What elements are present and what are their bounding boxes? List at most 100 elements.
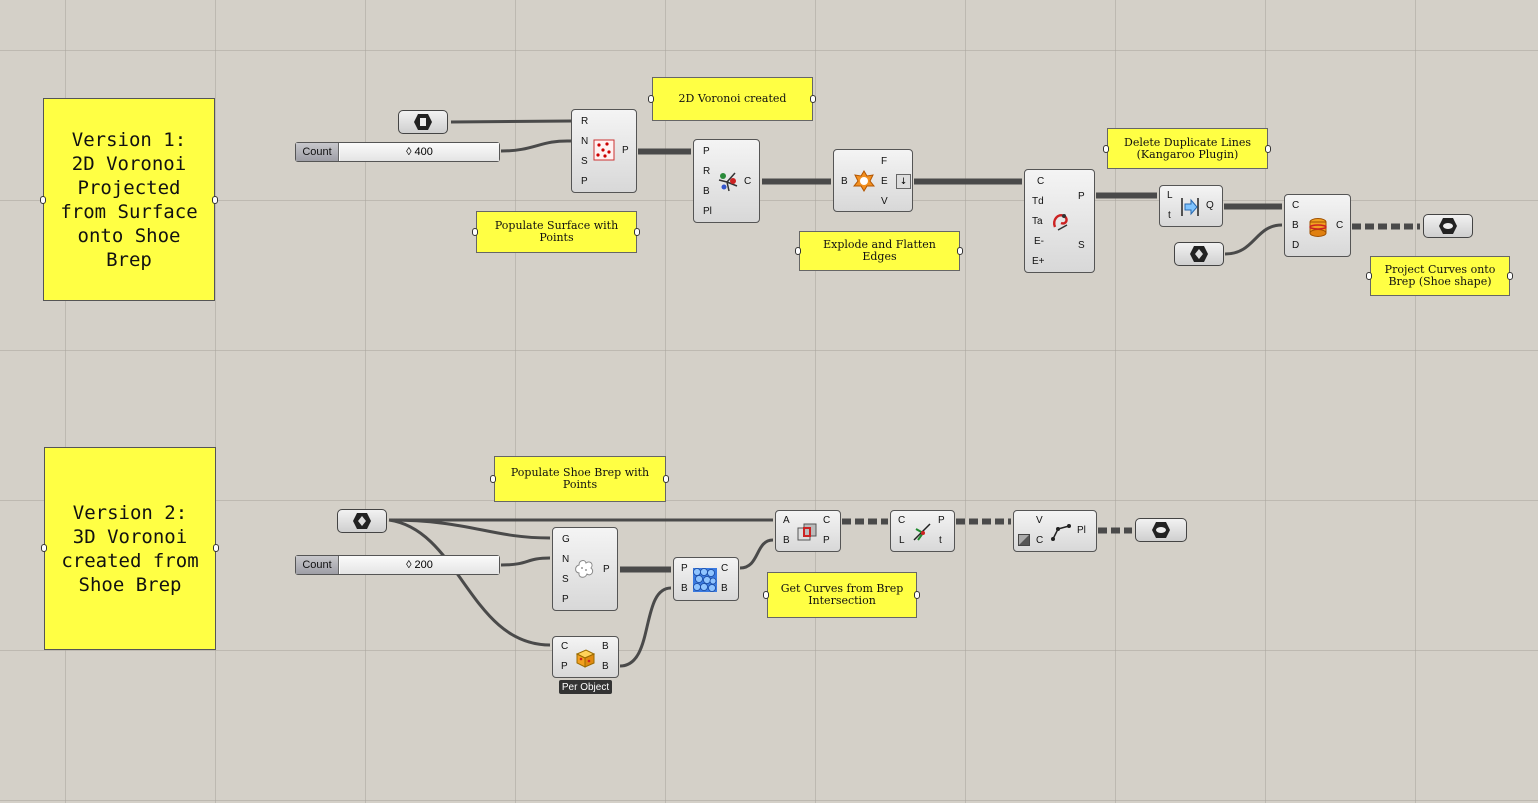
output-port[interactable]: Q [1206,200,1214,211]
input-port[interactable]: V [1036,515,1043,526]
remove-duplicate-lines-component[interactable]: L t Q [1159,185,1223,227]
input-port[interactable]: B [783,535,790,546]
brep-brep-intersection-component[interactable]: A B C P [775,510,841,552]
input-port[interactable]: P [561,661,568,672]
input-port[interactable]: B [1292,220,1299,231]
polyline-component[interactable]: V C Pl [1013,510,1097,552]
output-port[interactable]: P [622,145,629,156]
output-port[interactable]: P [938,515,945,526]
wire [388,518,551,540]
output-port[interactable]: t [939,535,942,546]
surface-icon [414,114,432,130]
brep-param[interactable] [1174,242,1224,266]
input-port[interactable]: S [581,156,588,167]
curve-closest-point-component[interactable]: C L P t [890,510,955,552]
input-port[interactable]: P [562,594,569,605]
note-project-curves[interactable]: Project Curves onto Brep (Shoe shape) [1370,256,1510,296]
note-knob [914,591,920,599]
input-port[interactable]: E+ [1032,256,1045,267]
output-port[interactable]: Pl [1077,525,1086,536]
input-port[interactable]: Td [1032,196,1044,207]
input-port[interactable]: S [562,574,569,585]
note-knob [472,228,478,236]
input-port[interactable]: B [681,583,688,594]
output-port[interactable]: C [1336,220,1344,231]
input-port[interactable]: t [1168,210,1171,221]
slider-value[interactable]: ◊ 200 [340,556,499,574]
curve-point-icon [910,520,934,544]
input-port[interactable]: D [1292,240,1300,251]
populate-3d-component[interactable]: G N S P P [552,527,618,611]
input-port[interactable]: C [1037,176,1045,187]
output-port[interactable]: E [881,176,888,187]
kangaroo-edges-component[interactable]: C Td Ta E- E+ P S [1024,169,1095,273]
note-explode-flatten[interactable]: Explode and Flatten Edges [799,231,960,271]
brep-param-2[interactable] [337,509,387,533]
input-port[interactable]: B [841,176,848,187]
output-port[interactable]: S [1078,240,1085,251]
brep-icon [353,513,371,529]
input-port[interactable]: P [703,146,710,157]
input-port[interactable]: C [561,641,569,652]
input-port[interactable]: B [703,186,710,197]
input-port[interactable]: A [783,515,790,526]
voronoi-3d-component[interactable]: P B C B [673,557,739,601]
note-populate-surface[interactable]: Populate Surface with Points [476,211,637,253]
output-port[interactable]: B [602,661,609,672]
output-port[interactable]: C [823,515,831,526]
output-port[interactable]: B [602,641,609,652]
polyline-icon [1049,519,1073,543]
input-port[interactable]: N [581,136,589,147]
geometry-icon [1439,218,1457,234]
populate-2d-component[interactable]: R N S P P [571,109,637,193]
remove-duplicates-icon [1178,195,1202,219]
output-port[interactable]: C [721,563,729,574]
note-delete-duplicates[interactable]: Delete Duplicate Lines (Kangaroo Plugin) [1107,128,1268,169]
input-port[interactable]: C [1292,200,1300,211]
wire [739,538,774,570]
output-port[interactable]: V [881,196,888,207]
project-icon [1306,215,1330,239]
output-port[interactable]: B [721,583,728,594]
input-port[interactable]: R [703,166,711,177]
flatten-icon[interactable]: ↓ [896,174,911,189]
output-param-2[interactable] [1135,518,1187,542]
input-port[interactable]: C [898,515,906,526]
surface-param[interactable] [398,110,448,134]
input-port[interactable]: G [562,534,570,545]
input-port[interactable]: Pl [703,206,712,217]
slider-value[interactable]: ◊ 400 [340,143,499,161]
kangaroo-icon [1049,210,1073,234]
bounding-box-component[interactable]: C P B B [552,636,619,678]
per-object-tag: Per Object [559,680,612,694]
wire [450,119,572,124]
note-curves-from-brep[interactable]: Get Curves from Brep Intersection [767,572,917,618]
input-port[interactable]: R [581,116,589,127]
voronoi-component[interactable]: P R B Pl C [693,139,760,223]
input-port[interactable]: P [681,563,688,574]
count-slider-2[interactable]: Count ◊ 200 [295,555,500,575]
output-port[interactable]: P [1078,191,1085,202]
closed-toggle-icon[interactable] [1018,534,1030,546]
input-port[interactable]: Ta [1032,216,1043,227]
input-port[interactable]: L [1167,190,1173,201]
input-port[interactable]: P [581,176,588,187]
output-port[interactable]: P [823,535,830,546]
populate-points-icon [592,138,616,162]
count-slider-1[interactable]: Count ◊ 400 [295,142,500,162]
note-2d-voronoi-created[interactable]: 2D Voronoi created [652,77,813,121]
output-param-1[interactable] [1423,214,1473,238]
output-port[interactable]: C [744,176,752,187]
output-port[interactable]: P [603,564,610,575]
group-input-knob [40,196,46,204]
deconstruct-brep-component[interactable]: B F E V ↓ [833,149,913,212]
input-port[interactable]: N [562,554,570,565]
project-curve-component[interactable]: C B D C [1284,194,1351,257]
note-populate-brep[interactable]: Populate Shoe Brep with Points [494,456,666,502]
input-port[interactable]: C [1036,535,1044,546]
input-port[interactable]: L [899,535,905,546]
input-port[interactable]: E- [1034,236,1044,247]
output-port[interactable]: F [881,156,888,167]
